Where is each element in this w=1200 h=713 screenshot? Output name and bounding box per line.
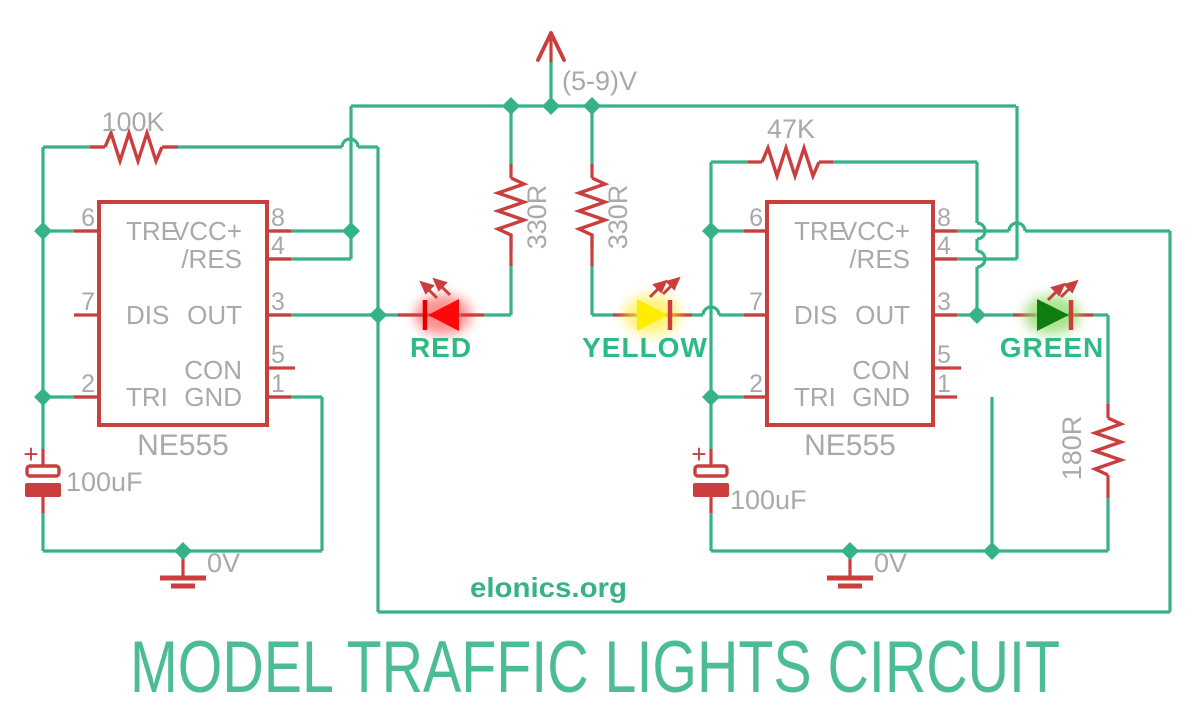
- t2-part-label: NE555: [804, 429, 896, 462]
- t1-res-label: /RES: [181, 244, 242, 274]
- led-red-emission-arrows: [419, 277, 452, 300]
- credit-watermark: elonics.org: [470, 572, 627, 603]
- led-red: RED: [410, 277, 472, 363]
- t2-dis-label: DIS: [794, 300, 837, 330]
- t2-tri-label: TRI: [794, 382, 836, 412]
- t2-pin7-number: 7: [749, 288, 763, 316]
- resistor-r2-47k: [760, 142, 821, 182]
- t1-con-label: CON: [184, 355, 242, 385]
- t1-pin1-number: 1: [271, 370, 285, 398]
- led-green-emission-arrows: [1046, 279, 1079, 302]
- c2-value-label: 100uF: [730, 485, 807, 515]
- led-yellow-label: YELLOW: [582, 332, 708, 363]
- led-yellow-emission-arrows: [648, 276, 681, 299]
- page-title: MODEL TRAFFIC LIGHTS CIRCUIT: [130, 627, 1060, 708]
- t1-tre-label: TRE: [126, 216, 178, 246]
- t1-pin6-number: 6: [81, 204, 95, 232]
- t2-out-label: OUT: [855, 300, 910, 330]
- t1-pin5-number: 5: [271, 341, 285, 369]
- t2-pin4-number: 4: [937, 232, 951, 260]
- ground-right-label: 0V: [874, 548, 907, 578]
- resistor-r3-value-label: 330R: [522, 185, 552, 250]
- led-green-label: GREEN: [1000, 332, 1105, 363]
- t1-pin7-number: 7: [81, 288, 95, 316]
- t2-vcc-label: VCC+: [840, 216, 910, 246]
- resistor-r5-180r: [1089, 416, 1127, 477]
- resistor-r1-100k: [103, 127, 164, 167]
- ground-symbol-right: 0V: [827, 548, 907, 589]
- t1-pin4-number: 4: [271, 232, 285, 260]
- ground-symbol-left: 0V: [160, 548, 240, 589]
- resistor-r4-330r: [573, 176, 611, 250]
- led-green-triangle: [1037, 299, 1069, 331]
- ground-left-label: 0V: [207, 548, 240, 578]
- t2-res-label: /RES: [849, 244, 910, 274]
- t2-pin1-number: 1: [937, 370, 951, 398]
- t1-tri-label: TRI: [126, 382, 168, 412]
- t2-pin8-number: 8: [937, 204, 951, 232]
- t2-gnd-label: GND: [852, 382, 910, 412]
- t2-tre-label: TRE: [794, 216, 846, 246]
- resistor-r1-value-label: 100K: [101, 107, 164, 137]
- t1-part-label: NE555: [137, 429, 229, 462]
- capacitor-c1: + 100uF: [23, 439, 143, 497]
- t2-pin3-number: 3: [937, 288, 951, 316]
- timer-ic-1: 6 7 2 8 4 3 5 1 TRE VCC+ /RES DIS OUT CO…: [81, 200, 285, 462]
- led-yellow: YELLOW: [582, 276, 708, 363]
- c1-polarity-mark: +: [23, 439, 38, 469]
- supply-voltage-label: (5-9)V: [562, 66, 637, 96]
- led-red-triangle: [428, 299, 459, 331]
- t2-con-label: CON: [852, 355, 910, 385]
- t2-pin5-number: 5: [937, 341, 951, 369]
- t1-pin8-number: 8: [271, 204, 285, 232]
- resistor-r4-value-label: 330R: [603, 185, 633, 250]
- led-red-label: RED: [410, 332, 472, 363]
- t1-dis-label: DIS: [126, 300, 169, 330]
- t1-pin2-number: 2: [81, 370, 95, 398]
- t1-vcc-label: VCC+: [172, 216, 242, 246]
- t1-pin3-number: 3: [271, 288, 285, 316]
- timer-ic-2: 6 7 2 8 4 3 5 1 TRE VCC+ /RES DIS OUT CO…: [749, 200, 951, 462]
- wire-hop-arcs: [340, 137, 1027, 316]
- c2-polarity-mark: +: [691, 439, 706, 469]
- resistor-r5-value-label: 180R: [1057, 416, 1087, 481]
- t2-pin6-number: 6: [749, 204, 763, 232]
- capacitor-c2: + 100uF: [691, 439, 806, 515]
- resistor-r2-value-label: 47K: [767, 114, 815, 144]
- c1-value-label: 100uF: [66, 467, 143, 497]
- t1-gnd-label: GND: [184, 382, 242, 412]
- power-arrow-icon: [536, 31, 566, 62]
- t1-out-label: OUT: [187, 300, 242, 330]
- led-yellow-triangle: [637, 299, 668, 331]
- led-green: GREEN: [1000, 279, 1105, 363]
- resistor-r3-330r: [492, 176, 530, 250]
- t2-pin2-number: 2: [749, 370, 763, 398]
